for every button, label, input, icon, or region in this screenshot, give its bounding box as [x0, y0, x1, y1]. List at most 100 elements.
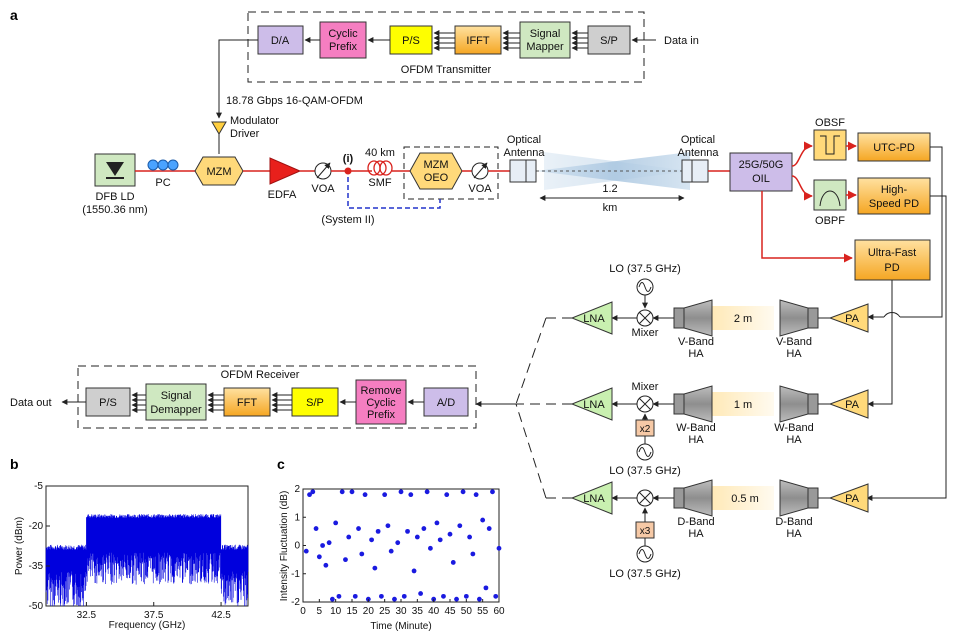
- multiplier-x3-label: x3: [640, 526, 651, 537]
- scatter-point: [388, 548, 394, 554]
- scatter-point: [418, 591, 423, 596]
- bandpass-icon: [819, 190, 841, 207]
- scatter-point: [421, 526, 427, 531]
- scatter-xtick-label: 0: [300, 606, 306, 617]
- oil-label-1: 25G/50G: [739, 159, 784, 171]
- scatter-point: [330, 596, 335, 602]
- scatter-ytick-label: 0: [294, 541, 300, 552]
- receiver-title: OFDM Receiver: [221, 369, 300, 381]
- mixer-1-label: Mixer: [632, 327, 659, 339]
- oeo-frame: [403, 146, 499, 200]
- rx-remove-cp-label-3: Prefix: [367, 409, 396, 421]
- scatter-point: [493, 593, 499, 599]
- scatter-point: [336, 593, 342, 599]
- scatter-point: [333, 520, 339, 526]
- scatter-point: [401, 593, 407, 599]
- d-band-tx-label: D-Band: [775, 516, 812, 528]
- spectrum-xtick-label: 42.5: [211, 610, 231, 621]
- receiver-frame: [77, 365, 477, 429]
- multiplier-x2-label: x2: [640, 424, 651, 435]
- mixer-2-label: Mixer: [632, 381, 659, 393]
- high-speed-pd-label-1: High-: [881, 184, 908, 196]
- polarization-controller-icon: [147, 159, 179, 171]
- panel-label-a: a: [10, 7, 18, 23]
- scatter-xtick-label: 35: [412, 606, 424, 617]
- tx-ifft-block: [454, 25, 502, 55]
- rx-signal-demapper-label-2: Demapper: [150, 404, 202, 416]
- scatter-point: [483, 585, 489, 591]
- lna-3-label: LNA: [583, 493, 605, 505]
- scatter-point: [490, 489, 495, 495]
- w-band-wave: [712, 392, 774, 416]
- scatter-point: [346, 534, 352, 540]
- oil-block: [729, 152, 793, 192]
- rx-signal-demapper-block: [145, 383, 207, 421]
- scatter-point: [339, 489, 345, 495]
- d-band-wave: [712, 486, 774, 510]
- rx-signal-demapper-label-1: Signal: [161, 390, 192, 402]
- scatter-point: [408, 492, 414, 498]
- scatter-point: [477, 596, 482, 602]
- ultra-fast-pd-label-1: Ultra-Fast: [868, 247, 916, 259]
- pa-3-label: PA: [845, 493, 860, 505]
- scatter-point: [460, 489, 466, 495]
- ofdm-receiver: OFDM Receiver P/S Signal Demapper FFT S/…: [10, 365, 477, 429]
- mzm-label: MZM: [206, 166, 231, 178]
- scatter-point: [405, 528, 410, 534]
- tx-optical-antenna-icon: [509, 159, 537, 183]
- v-band-tx-label: V-Band: [776, 336, 812, 348]
- scatter-ytick-label: 1: [294, 512, 300, 523]
- scatter-xtick-label: 40: [428, 606, 440, 617]
- lna-2-label: LNA: [583, 399, 605, 411]
- spectrum-ytick-label: -35: [29, 561, 44, 572]
- tx-cyclic-prefix-block: [319, 21, 367, 59]
- d-band-rx-horn-icon: [683, 479, 713, 517]
- edfa-label: EDFA: [268, 189, 297, 201]
- bandstop-icon: [820, 135, 840, 155]
- tx-antenna-label-2: Antenna: [504, 147, 546, 159]
- smf-label: SMF: [368, 177, 392, 189]
- pa-1-label: PA: [845, 313, 860, 325]
- scatter-point: [326, 540, 332, 546]
- tx-cyclic-prefix-label-2: Prefix: [329, 41, 358, 53]
- lna-3-icon: [570, 481, 613, 515]
- rx-antenna-label-2: Antenna: [678, 147, 720, 159]
- data-out-label: Data out: [10, 397, 52, 409]
- distance-label-2: km: [603, 202, 618, 214]
- scatter-point: [320, 543, 325, 548]
- w-band-tx-label: W-Band: [774, 422, 814, 434]
- scatter-point: [349, 489, 355, 495]
- rx-sp-label: S/P: [306, 397, 324, 409]
- tx-ps-label: P/S: [402, 35, 420, 47]
- tx-signal-mapper-block: [519, 21, 571, 59]
- scatter-ytick-label: -2: [291, 597, 300, 608]
- spectrum-xtick-label: 32.5: [77, 610, 97, 621]
- link2-distance: 1 m: [734, 399, 752, 411]
- obpf-label: OBPF: [815, 215, 845, 227]
- pc-label: PC: [155, 177, 170, 189]
- lo-3-label: LO (37.5 GHz): [609, 568, 681, 580]
- scatter-point: [467, 534, 472, 540]
- link3-distance: 0.5 m: [731, 493, 759, 505]
- tx-sp-block: [587, 25, 631, 55]
- link1-distance: 2 m: [734, 313, 752, 325]
- point-i-label: (i): [343, 153, 354, 165]
- d-band-rx-label: D-Band: [677, 516, 714, 528]
- ultra-fast-pd-block: [854, 239, 931, 281]
- scatter-point: [437, 537, 443, 543]
- modulator-driver-icon: [211, 121, 227, 135]
- scatter-point: [450, 560, 456, 565]
- w-band-tx-ha: HA: [786, 434, 802, 446]
- scatter-point: [457, 523, 463, 529]
- scatter-point: [444, 492, 450, 498]
- ofdm-transmitter: OFDM Transmitter D/A Cyclic Prefix P/S I…: [211, 11, 699, 154]
- tx-da-label: D/A: [271, 35, 290, 47]
- scatter-plot-area: [302, 488, 500, 603]
- high-speed-pd-label-2: Speed PD: [869, 198, 919, 210]
- scatter-point: [411, 568, 417, 574]
- w-band-rx-ha: HA: [688, 434, 704, 446]
- mzm-oeo-label-2: OEO: [424, 172, 449, 184]
- edfa-icon: [269, 157, 302, 185]
